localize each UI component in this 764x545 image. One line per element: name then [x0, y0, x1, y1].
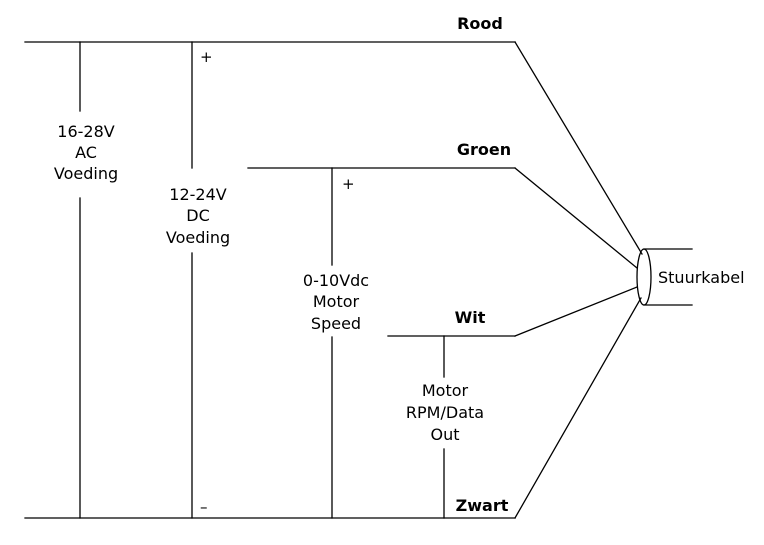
red-wire-to-cable	[514, 41, 643, 255]
dc-supply-line-2: DC	[186, 206, 210, 225]
speed-input-line-1: 0-10Vdc	[303, 271, 369, 290]
dc-minus-mark: –	[200, 498, 208, 516]
rpm-output-line-3: Out	[430, 425, 459, 444]
white-wire-to-cable	[514, 286, 638, 337]
ac-supply-line-2: AC	[75, 143, 97, 162]
ac-supply-label: 16-28V AC Voeding	[54, 122, 118, 183]
speed-input-line-2: Motor	[313, 292, 360, 311]
red-wire-label: Rood	[457, 14, 503, 33]
green-wire-to-cable	[514, 167, 638, 269]
rpm-output-line-2: RPM/Data	[406, 403, 484, 422]
black-wire-label: Zwart	[456, 496, 509, 515]
speed-plus-mark: +	[342, 175, 355, 193]
dc-supply-label: 12-24V DC Voeding	[166, 185, 230, 247]
speed-input-line-3: Speed	[311, 314, 361, 333]
control-cable-label: Stuurkabel	[658, 268, 745, 287]
dc-plus-mark: +	[200, 48, 213, 66]
rpm-output-line-1: Motor	[422, 381, 469, 400]
green-wire-label: Groen	[457, 140, 511, 159]
white-wire-label: Wit	[455, 308, 486, 327]
black-wire-to-cable	[514, 297, 642, 519]
speed-input-label: 0-10Vdc Motor Speed	[303, 271, 369, 333]
cable-connector-icon	[636, 248, 652, 306]
ac-supply-line-1: 16-28V	[57, 122, 114, 141]
dc-supply-line-3: Voeding	[166, 228, 230, 247]
rpm-output-label: Motor RPM/Data Out	[406, 381, 484, 444]
ac-supply-line-3: Voeding	[54, 164, 118, 183]
dc-supply-line-1: 12-24V	[169, 185, 226, 204]
